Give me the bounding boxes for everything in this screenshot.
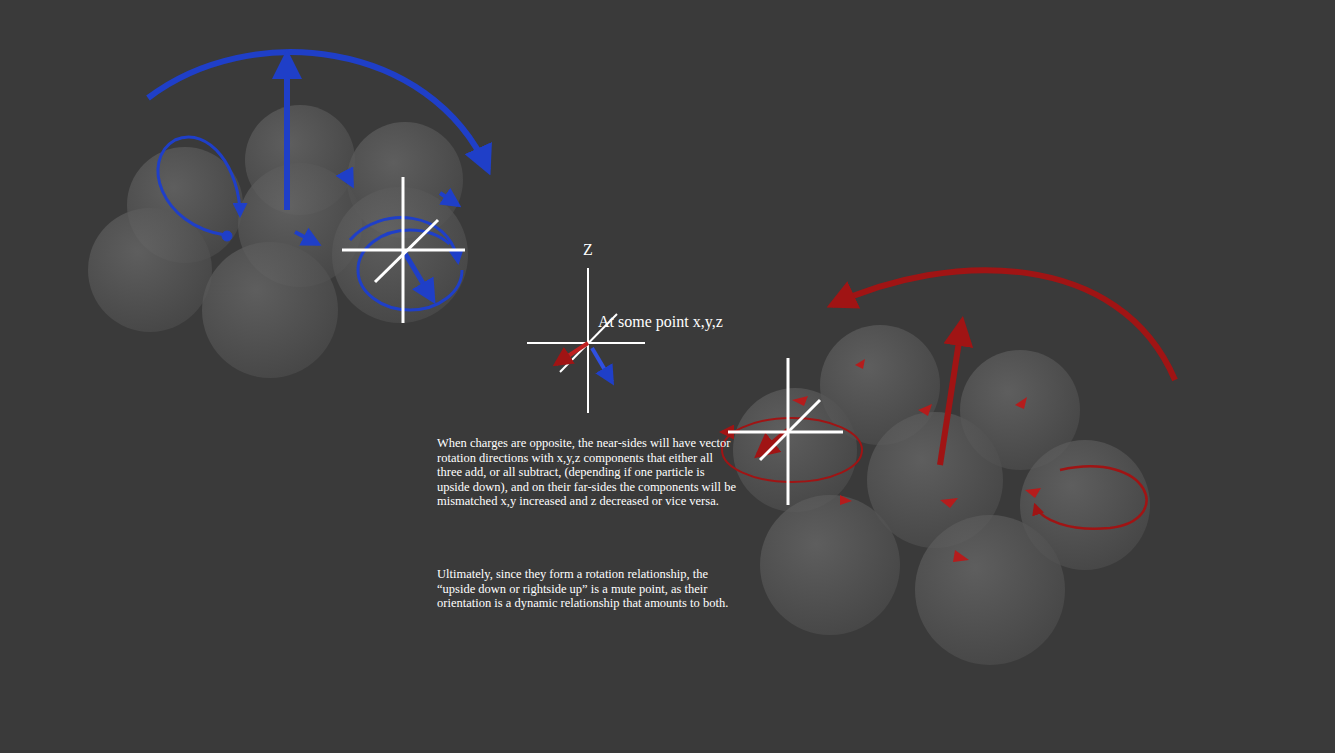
center-axes xyxy=(527,268,645,413)
note-paragraph: Ultimately, since they form a rotation r… xyxy=(437,567,737,611)
blue-rotation-arrows xyxy=(148,52,488,310)
left-sphere-cluster xyxy=(88,105,468,378)
red-rotation-arrows xyxy=(722,270,1175,529)
red-cones xyxy=(792,359,1041,562)
axis-label: Z xyxy=(583,240,603,259)
red-vector xyxy=(556,343,588,364)
blue-vector xyxy=(592,348,612,382)
note-paragraph: When charges are opposite, the near-side… xyxy=(437,436,737,509)
left-crosshair xyxy=(342,177,465,323)
right-crosshair xyxy=(728,358,843,505)
point-label: At some point x,y,z xyxy=(598,312,798,331)
right-sphere-cluster xyxy=(733,325,1150,665)
